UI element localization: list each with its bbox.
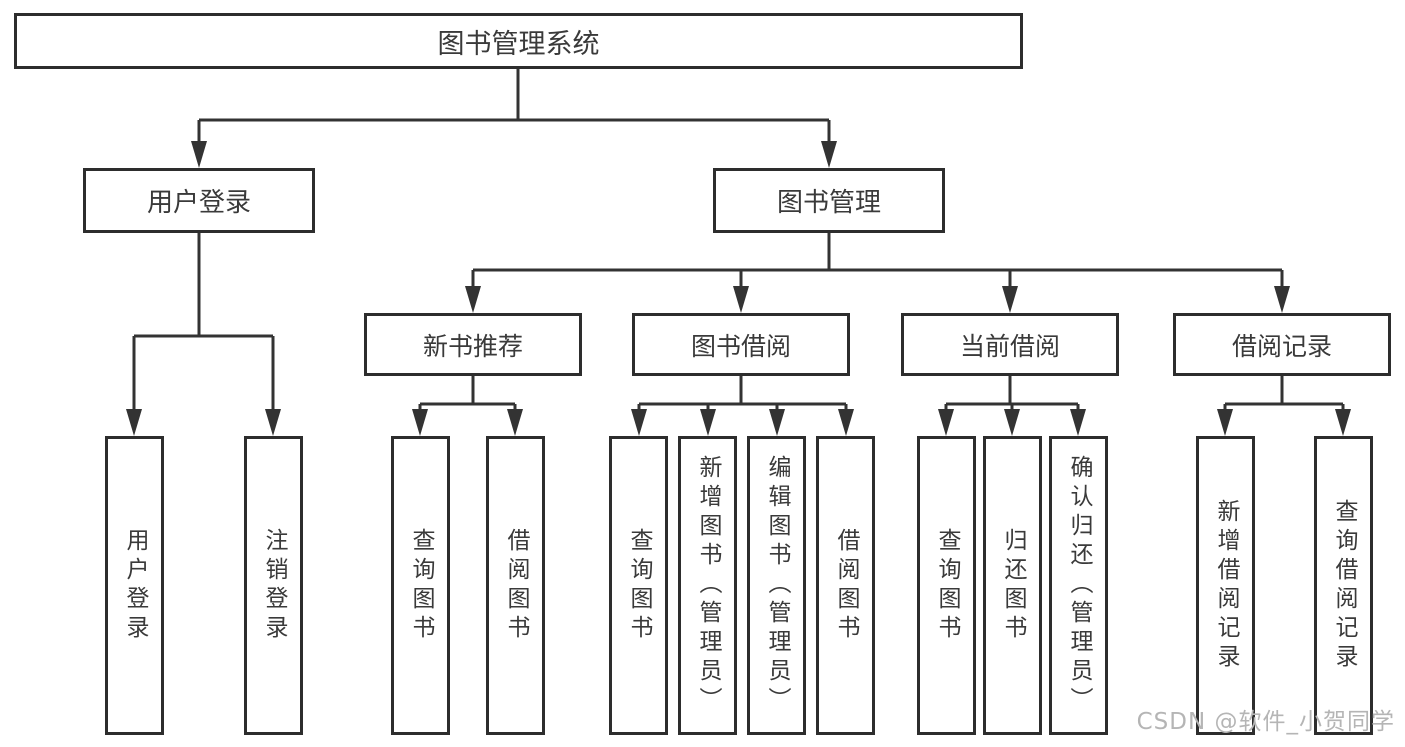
leaf-query-books-recommend: 查询图书: [391, 436, 450, 735]
leaf-add-borrow-record: 新增借阅记录: [1196, 436, 1255, 735]
leaf-user-login: 用户登录: [105, 436, 164, 735]
node-user-login-branch: 用户登录: [83, 168, 315, 233]
node-label: 新书推荐: [422, 331, 523, 361]
leaf-label: 查询图书: [408, 527, 434, 644]
node-label: 用户登录: [146, 188, 251, 218]
leaf-label: 查询借阅记录: [1331, 498, 1357, 673]
node-label: 图书借阅: [690, 331, 791, 361]
leaf-label: 确认归还（管理员）: [1066, 455, 1092, 716]
node-borrowing-records: 借阅记录: [1173, 313, 1391, 376]
leaf-label: 查询图书: [626, 527, 652, 644]
leaf-add-book-admin: 新增图书（管理员）: [678, 436, 737, 735]
leaf-return-books: 归还图书: [983, 436, 1042, 735]
leaf-label: 借阅图书: [833, 527, 859, 644]
leaf-query-books-current: 查询图书: [917, 436, 976, 735]
csdn-watermark: CSDN @软件_小贺同学: [1136, 709, 1395, 735]
leaf-label: 归还图书: [1000, 527, 1026, 644]
leaf-query-borrow-record: 查询借阅记录: [1314, 436, 1373, 735]
node-label: 图书管理: [776, 188, 881, 218]
node-label: 图书管理系统: [437, 28, 600, 60]
leaf-logout: 注销登录: [244, 436, 303, 735]
leaf-confirm-return-admin: 确认归还（管理员）: [1049, 436, 1108, 735]
node-label: 当前借阅: [959, 331, 1060, 361]
leaf-query-books-borrow: 查询图书: [609, 436, 668, 735]
node-book-management-branch: 图书管理: [713, 168, 945, 233]
node-new-book-recommendation: 新书推荐: [364, 313, 582, 376]
leaf-borrow-books-recommend: 借阅图书: [486, 436, 545, 735]
leaf-label: 注销登录: [261, 527, 287, 644]
node-label: 借阅记录: [1231, 331, 1332, 361]
leaf-borrow-books: 借阅图书: [816, 436, 875, 735]
leaf-label: 查询图书: [934, 527, 960, 644]
leaf-label: 编辑图书（管理员）: [764, 455, 790, 716]
leaf-label: 新增借阅记录: [1213, 498, 1239, 673]
node-library-management-system: 图书管理系统: [14, 13, 1023, 69]
leaf-label: 用户登录: [122, 527, 148, 644]
leaf-label: 新增图书（管理员）: [695, 455, 721, 716]
leaf-edit-book-admin: 编辑图书（管理员）: [747, 436, 806, 735]
leaf-label: 借阅图书: [503, 527, 529, 644]
node-book-borrowing: 图书借阅: [632, 313, 850, 376]
node-current-borrowing: 当前借阅: [901, 313, 1119, 376]
